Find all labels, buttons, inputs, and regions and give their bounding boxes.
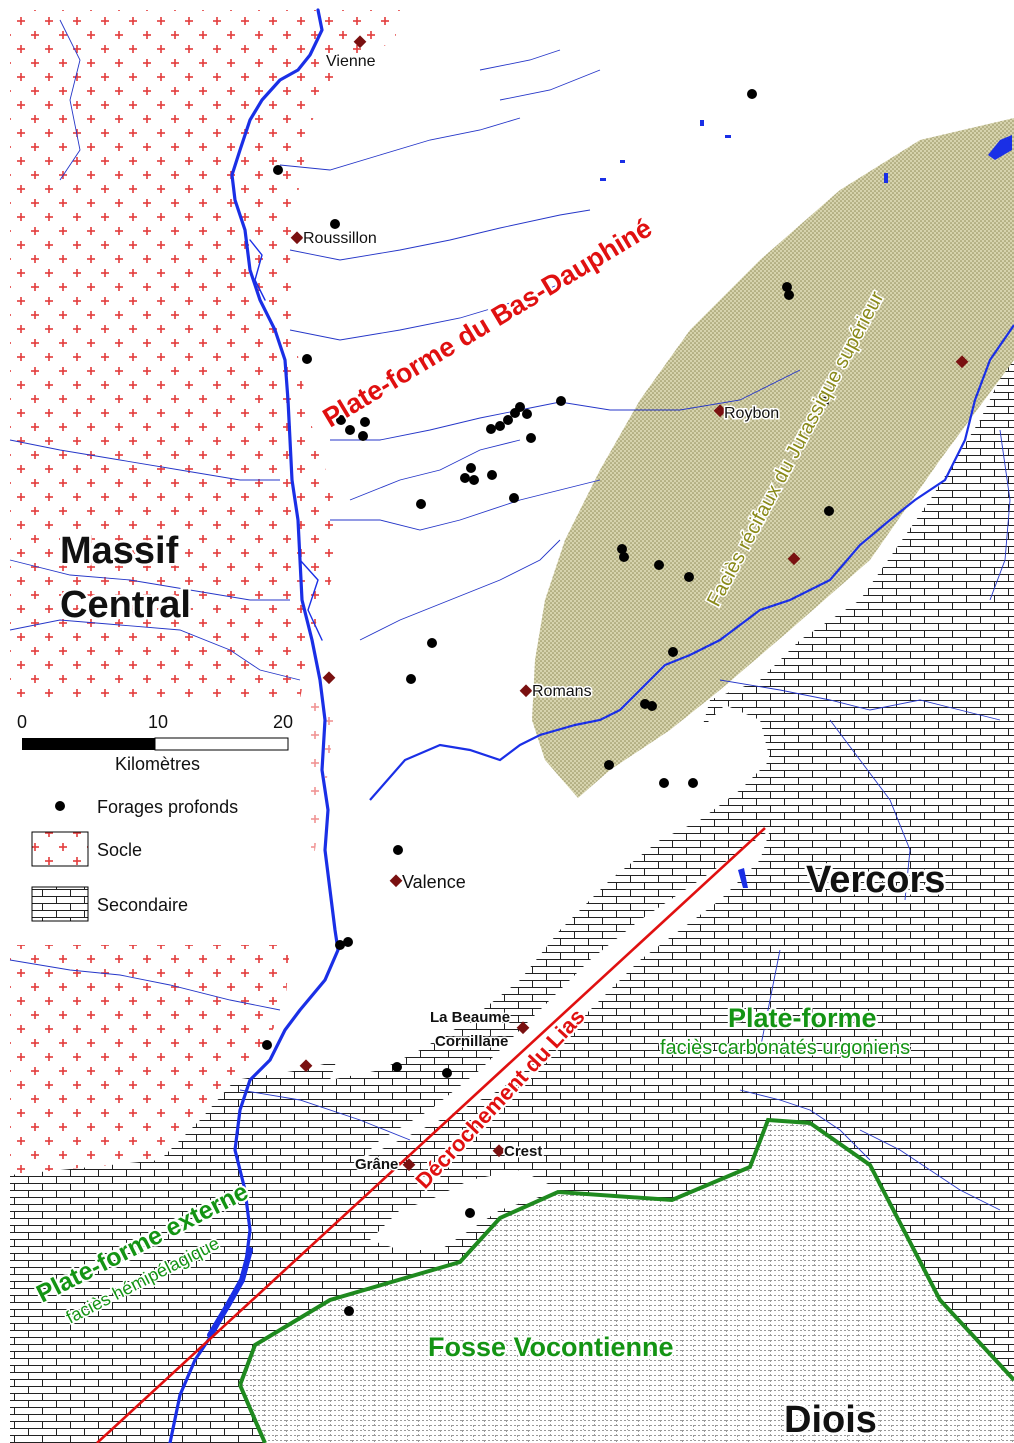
grane-plain xyxy=(370,1170,560,1250)
region-label-central: Central xyxy=(60,584,191,626)
valence-plain xyxy=(330,705,770,1080)
legend-secondaire-label: Secondaire xyxy=(97,895,188,915)
legend-forages-label: Forages profonds xyxy=(97,797,238,817)
town-label-valence: Valence xyxy=(402,872,466,892)
town-label-grane: Grâne xyxy=(355,1156,398,1173)
isere-river xyxy=(369,324,1014,801)
fosse-vocontienne-boundary-west xyxy=(238,1384,267,1443)
reef-facies-area xyxy=(532,118,1014,798)
scale-tick-10: 10 xyxy=(148,712,168,732)
structure-label-plateforme: Plate-forme xyxy=(728,1003,877,1033)
region-label-vercors: Vercors xyxy=(806,859,945,901)
town-label-crest: Crest xyxy=(504,1143,542,1160)
crest-plain xyxy=(360,830,770,1160)
region-label-massif: Massif xyxy=(60,530,179,572)
scale-bar-black xyxy=(22,738,155,750)
borehole-points xyxy=(262,89,834,1316)
tributaries xyxy=(9,19,1011,1211)
legend-borehole-symbol xyxy=(55,801,65,811)
legend-socle-swatch xyxy=(31,831,89,867)
scale-tick-0: 0 xyxy=(17,712,27,732)
legend-secondaire-swatch xyxy=(31,886,89,922)
rhone-river xyxy=(168,8,340,1443)
region-label-diois: Diois xyxy=(784,1399,877,1441)
town-label-roybon: Roybon xyxy=(724,405,779,422)
structure-label-plateforme-facies: faciès carbonatés urgoniens xyxy=(660,1037,910,1059)
fosse-vocontienne-area xyxy=(240,1120,1014,1443)
scale-unit: Kilomètres xyxy=(115,754,200,774)
town-label-roussillon: Roussillon xyxy=(303,230,377,247)
scale-bar-white xyxy=(154,737,289,751)
legend-panel: 0 10 20 Kilomètres Forages profonds Socl… xyxy=(10,700,310,940)
fosse-vocontienne-boundary xyxy=(238,1117,1014,1386)
lakes xyxy=(600,120,1012,888)
scale-tick-20: 20 xyxy=(273,712,293,732)
town-label-la-beaume: La Beaume xyxy=(430,1009,510,1026)
town-label-cornillane: Cornillane xyxy=(435,1033,508,1050)
socle-area-north xyxy=(10,10,400,700)
socle-area-south xyxy=(10,945,290,1175)
town-label-vienne: Vienne xyxy=(326,53,376,70)
structure-label-fosse: Fosse Vocontienne xyxy=(428,1332,674,1362)
town-label-romans: Romans xyxy=(532,683,592,700)
legend-socle-label: Socle xyxy=(97,840,142,860)
lias-fault-line xyxy=(96,827,766,1443)
